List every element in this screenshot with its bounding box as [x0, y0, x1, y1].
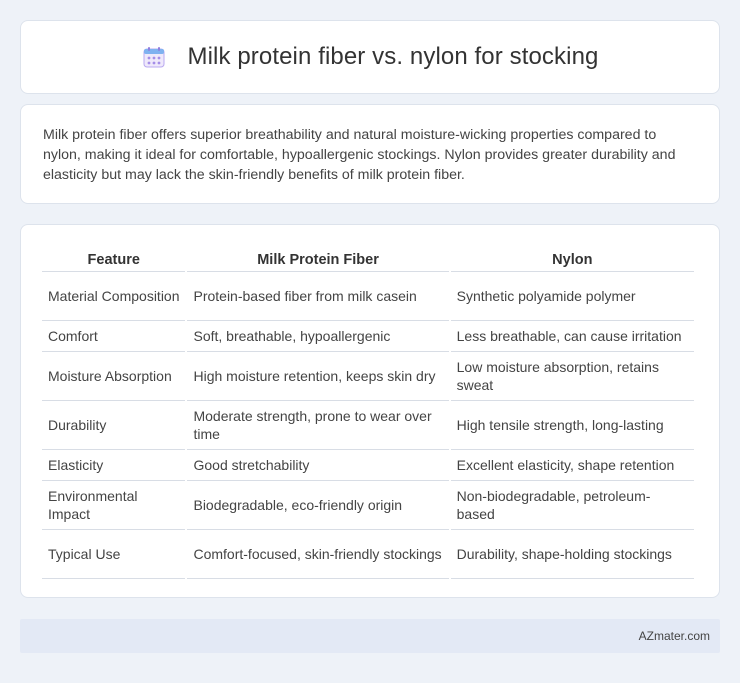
- cell-feature: Environmental Impact: [42, 481, 186, 530]
- cell-nylon: Excellent elasticity, shape retention: [450, 450, 694, 481]
- cell-milk-protein: Good stretchability: [187, 450, 449, 481]
- table-row: Comfort Soft, breathable, hypoallergenic…: [42, 321, 694, 352]
- table-row: Material Composition Protein-based fiber…: [42, 272, 694, 321]
- table-row: Environmental Impact Biodegradable, eco-…: [42, 481, 694, 530]
- cell-feature: Elasticity: [42, 450, 186, 481]
- cell-nylon: High tensile strength, long-lasting: [450, 401, 694, 450]
- comparison-table: Feature Milk Protein Fiber Nylon Materia…: [40, 245, 696, 579]
- cell-nylon: Durability, shape-holding stockings: [450, 530, 694, 579]
- intro-card: Milk protein fiber offers superior breat…: [20, 104, 720, 204]
- cell-milk-protein: Moderate strength, prone to wear over ti…: [187, 401, 449, 450]
- calendar-icon: [142, 45, 166, 69]
- cell-feature: Material Composition: [42, 272, 186, 321]
- cell-milk-protein: High moisture retention, keeps skin dry: [187, 352, 449, 401]
- footer-brand: AZmater.com: [638, 629, 710, 643]
- table-row: Moisture Absorption High moisture retent…: [42, 352, 694, 401]
- header-feature: Feature: [42, 245, 186, 272]
- cell-feature: Comfort: [42, 321, 186, 352]
- cell-feature: Typical Use: [42, 530, 186, 579]
- header-nylon: Nylon: [450, 245, 694, 272]
- cell-milk-protein: Protein-based fiber from milk casein: [187, 272, 449, 321]
- table-header-row: Feature Milk Protein Fiber Nylon: [42, 245, 694, 272]
- cell-nylon: Non-biodegradable, petroleum-based: [450, 481, 694, 530]
- footer-bar: AZmater.com: [20, 619, 720, 653]
- cell-nylon: Less breathable, can cause irritation: [450, 321, 694, 352]
- cell-milk-protein: Comfort-focused, skin-friendly stockings: [187, 530, 449, 579]
- header-milk-protein-fiber: Milk Protein Fiber: [187, 245, 449, 272]
- table-row: Durability Moderate strength, prone to w…: [42, 401, 694, 450]
- intro-text: Milk protein fiber offers superior breat…: [43, 127, 676, 183]
- cell-milk-protein: Biodegradable, eco-friendly origin: [187, 481, 449, 530]
- cell-feature: Moisture Absorption: [42, 352, 186, 401]
- table-row: Elasticity Good stretchability Excellent…: [42, 450, 694, 481]
- title-card: Milk protein fiber vs. nylon for stockin…: [20, 20, 720, 94]
- cell-milk-protein: Soft, breathable, hypoallergenic: [187, 321, 449, 352]
- page-title: Milk protein fiber vs. nylon for stockin…: [187, 43, 599, 70]
- comparison-card: Feature Milk Protein Fiber Nylon Materia…: [20, 224, 720, 598]
- table-row: Typical Use Comfort-focused, skin-friend…: [42, 530, 694, 579]
- cell-nylon: Synthetic polyamide polymer: [450, 272, 694, 321]
- cell-feature: Durability: [42, 401, 186, 450]
- cell-nylon: Low moisture absorption, retains sweat: [450, 352, 694, 401]
